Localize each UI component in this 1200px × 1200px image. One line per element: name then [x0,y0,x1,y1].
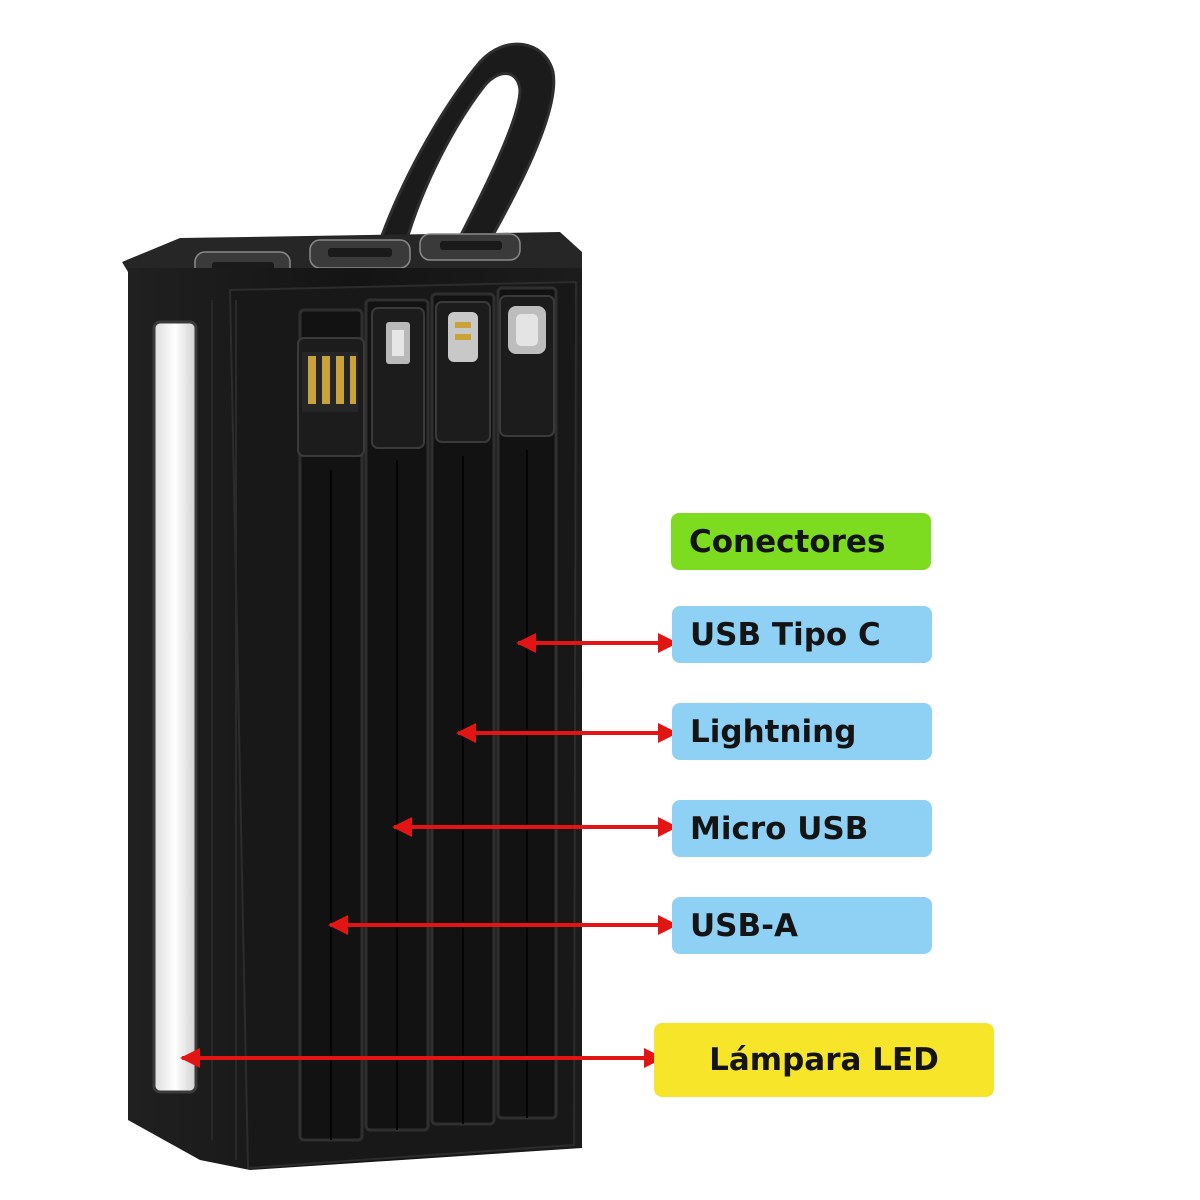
lightning-label: Lightning [672,703,932,760]
title-connectors-label: Conectores [671,513,931,570]
usb-a-label: USB-A [672,897,932,954]
usb-c-label: USB Tipo C [672,606,932,663]
usb-c-plug [499,295,555,437]
led-strip [152,320,198,1094]
led-lamp-label: Lámpara LED [654,1023,994,1097]
micro-usb-plug [371,307,425,449]
usb-a-plug [297,337,365,457]
lightning-plug [435,301,491,443]
micro-usb-label: Micro USB [672,800,932,857]
